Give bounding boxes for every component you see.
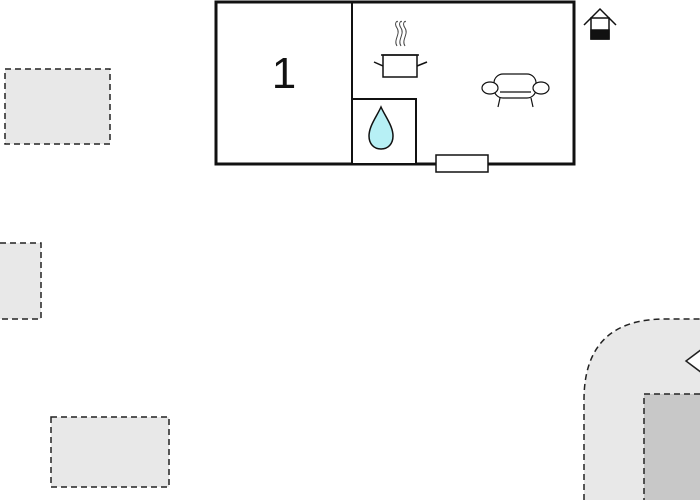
terrace-direction-arrow: [684, 349, 700, 373]
outdoor-area-bottom-left: [50, 416, 170, 488]
outdoor-area-top-left: [4, 68, 111, 145]
house-icon: [583, 7, 617, 40]
entrance-door: [435, 154, 489, 173]
outdoor-area-left: [0, 242, 42, 320]
outdoor-area-dark: [643, 393, 700, 500]
steam-icon: [395, 20, 407, 47]
room-number-label: 1: [271, 49, 297, 98]
sofa-icon: [481, 73, 550, 108]
cooking-pot-icon: [373, 54, 428, 78]
water-drop-icon: [368, 105, 394, 150]
